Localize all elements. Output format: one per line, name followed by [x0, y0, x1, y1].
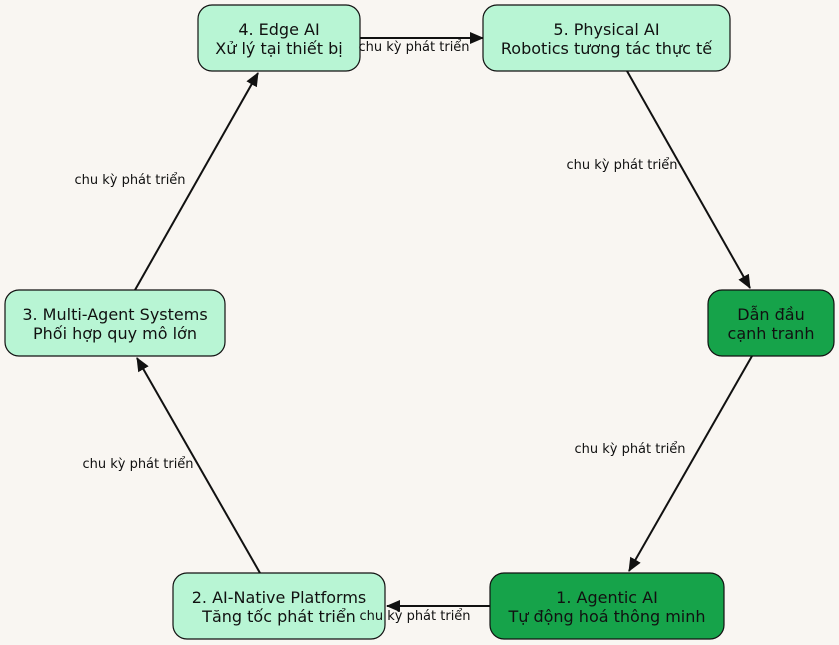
- edges-layer: [134, 32, 753, 612]
- node-subtitle: cạnh tranh: [728, 324, 815, 343]
- node-box: [489, 572, 725, 640]
- node-title: 5. Physical AI: [553, 20, 659, 39]
- node-box: [197, 4, 361, 72]
- node-title: 4. Edge AI: [238, 20, 319, 39]
- edge-label-n6-n1: chu kỳ phát triển: [574, 442, 685, 457]
- node-box: [4, 289, 226, 357]
- node-title: 1. Agentic AI: [556, 588, 658, 607]
- edge-label-n1-n2: chu kỳ phát triển: [359, 609, 470, 624]
- edge-arrow-n3-n4: [134, 72, 259, 291]
- edge-label-n3-n4: chu kỳ phát triển: [74, 173, 185, 188]
- edge-arrow-n6-n1: [628, 355, 753, 572]
- edge-labels-layer: chu kỳ phát triển chu kỳ phát triển chu kỳ…: [74, 40, 685, 624]
- node-title: 3. Multi-Agent Systems: [22, 305, 207, 324]
- node-subtitle: Tăng tốc phát triển: [201, 607, 356, 626]
- node-subtitle: Xử lý tại thiết bị: [215, 39, 342, 58]
- edge-label-n5-n6: chu kỳ phát triển: [566, 158, 677, 173]
- node-box: [482, 4, 731, 72]
- edge-label-n2-n3: chu kỳ phát triển: [82, 457, 193, 472]
- edge-arrow-n5-n6: [626, 70, 751, 289]
- node-title: 2. AI-Native Platforms: [192, 588, 367, 607]
- edge-arrow-n2-n3: [136, 357, 261, 574]
- node-subtitle: Phối hợp quy mô lớn: [33, 324, 197, 343]
- node-title: Dẫn đầu: [737, 305, 804, 324]
- node-box: [707, 289, 835, 357]
- node-box: [172, 572, 386, 640]
- node-subtitle: Robotics tương tác thực tế: [501, 39, 712, 58]
- node-subtitle: Tự động hoá thông minh: [507, 607, 705, 626]
- edge-label-n4-n5: chu kỳ phát triển: [358, 40, 469, 55]
